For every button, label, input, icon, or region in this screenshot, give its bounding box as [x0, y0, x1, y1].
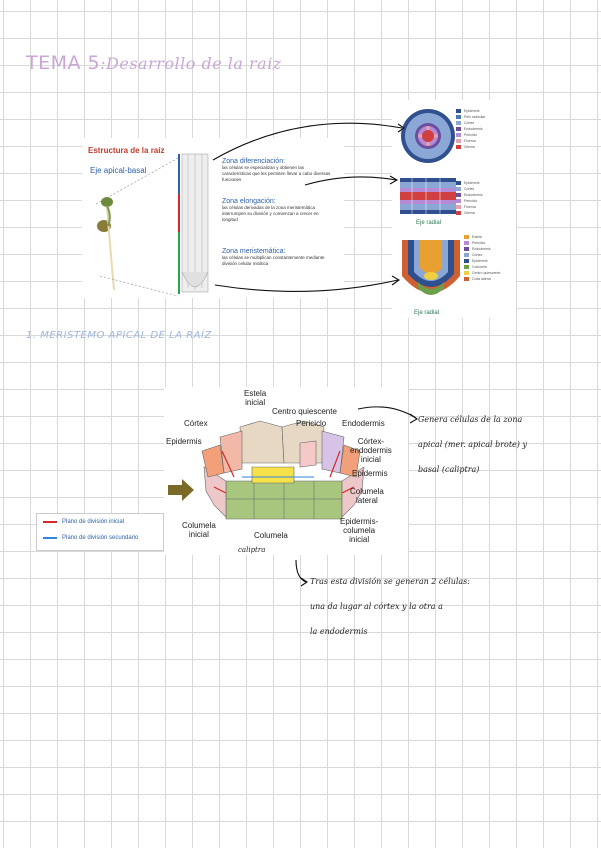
label-epidermis-right: Epidermis — [352, 469, 388, 478]
legend-item: Floema — [456, 204, 483, 210]
legend-item: Periciclo — [464, 240, 500, 246]
legend-top: Epidermis Pelo radicular Córtex Endoderm… — [456, 108, 485, 150]
zone-description: las células derivadas de la zona meriste… — [222, 205, 319, 222]
legend-item: Epidermis — [456, 108, 485, 114]
legend-label: Plano de división secundario — [62, 535, 139, 541]
legend-mid: Epidermis Córtex Endodermis Periciclo Fl… — [456, 180, 483, 216]
division-legend: Plano de división inicial Plano de divis… — [36, 513, 164, 551]
cross-section-image — [401, 109, 455, 163]
legend-item: Endodermis — [456, 126, 485, 132]
root-tip-image — [402, 240, 460, 295]
zone-title: Zona elongación: — [222, 198, 276, 205]
root-longitudinal-image — [178, 153, 209, 294]
legend-item: Centro quiescente — [464, 270, 500, 276]
zone-differentiation: Zona diferenciación: las células se espe… — [222, 158, 332, 183]
label-centro: Centro quiescente — [272, 407, 337, 416]
handwritten-caliptra: caliptra — [238, 546, 266, 554]
legend-item: Cofia lateral — [464, 276, 500, 282]
label-endodermis: Endodermis — [342, 419, 385, 428]
legend-item: Columela — [464, 264, 500, 270]
legend-item-initial: Plano de división inicial — [37, 514, 163, 530]
blue-line-swatch — [43, 537, 57, 539]
handwritten-note-division: Tras esta división se generan 2 células:… — [310, 576, 470, 637]
page-title: TEMA 5:Desarrollo de la raiz — [26, 52, 282, 74]
zone-title: Zona meristemática: — [222, 248, 286, 255]
legend-item-secondary: Plano de división secundario — [37, 530, 163, 546]
radial-section-image — [400, 178, 456, 214]
label-periciclo: Periciclo — [296, 419, 327, 428]
legend-item: Córtex — [464, 252, 500, 258]
root-sections-figure: Epidermis Pelo radicular Córtex Endoderm… — [392, 100, 516, 318]
legend-item: Periciclo — [456, 198, 483, 204]
legend-item: Endodermis — [456, 192, 483, 198]
zone-description: las células se multiplican constantement… — [222, 255, 325, 266]
red-line-swatch — [43, 521, 57, 523]
caption-bottom: Eje radial — [414, 310, 440, 316]
label-epidermis-left: Epidermis — [166, 437, 202, 446]
note-line: apical (mer. apical brote) y — [418, 440, 527, 449]
label-columela: Columela — [254, 531, 288, 540]
legend-label: Plano de división inicial — [62, 519, 125, 525]
legend-item: Xilema — [456, 144, 485, 150]
handwritten-note-meristem: Genera células de la zona apical (mer. a… — [418, 414, 527, 475]
title-topic: TEMA 5 — [26, 52, 101, 74]
legend-item: Xilema — [456, 210, 483, 216]
section-heading: 1. MERISTEMO APICAL DE LA RAÍZ — [26, 330, 212, 341]
meristem-diagram — [168, 420, 365, 520]
zone-meristematic: Zona meristemática: las células se multi… — [222, 248, 332, 267]
legend-item: Córtex — [456, 120, 485, 126]
figure-heading: Estructura de la raíz — [88, 146, 165, 155]
note-line: basal (caliptra) — [418, 465, 480, 474]
note-line: una da lugar al córtex y la otra a — [310, 602, 443, 611]
axis-label: Eje apical-basal — [90, 166, 147, 175]
label-cortex: Córtex — [184, 419, 208, 428]
legend-item: Córtex — [456, 186, 483, 192]
legend-item: Endodermis — [464, 246, 500, 252]
note-line: Tras esta división se generan 2 células: — [310, 577, 470, 586]
seedling-image — [97, 197, 115, 291]
legend-item: Epidermis — [464, 258, 500, 264]
legend-item: Epidermis — [456, 180, 483, 186]
caption-radial: Eje radial — [416, 220, 442, 226]
arrow-to-note-division — [295, 559, 307, 583]
zone-description: las células se especializan y obtienen l… — [222, 165, 331, 182]
root-structure-figure: Estructura de la raíz Eje apical-basal Z… — [82, 138, 344, 298]
legend-item: Pelo radicular — [456, 114, 485, 120]
title-subject: :Desarrollo de la raiz — [100, 54, 282, 73]
legend-item: Estela — [464, 234, 500, 240]
note-line: Genera células de la zona — [418, 415, 523, 424]
zone-title: Zona diferenciación: — [222, 158, 286, 165]
legend-item: Floema — [456, 138, 485, 144]
legend-bottom: Estela Periciclo Endodermis Córtex Epide… — [464, 234, 500, 282]
legend-item: Periciclo — [456, 132, 485, 138]
zone-elongation: Zona elongación: las células derivadas d… — [222, 198, 332, 223]
note-line: la endodermis — [310, 627, 368, 636]
